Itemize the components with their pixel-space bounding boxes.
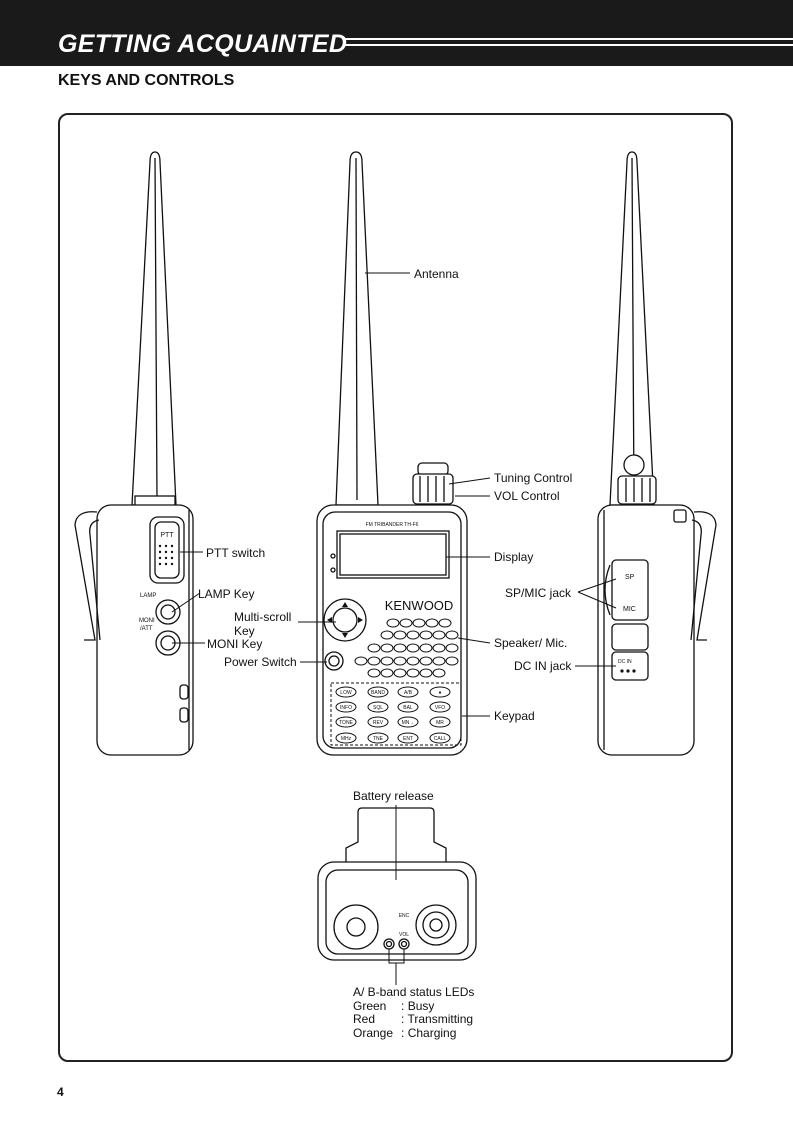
tuning-control-label: Tuning Control [494, 471, 573, 485]
led-sep: : [401, 1012, 405, 1026]
mic-marking: MIC [623, 606, 636, 613]
led-row-green: Green: Busy [353, 998, 474, 1014]
keypad-key [397, 732, 419, 744]
led-sep: : [401, 998, 405, 1013]
keypad-key-label: A/B [404, 690, 413, 696]
display-label: Display [494, 550, 534, 564]
right-side-view: SP MIC DC IN [597, 151, 717, 756]
sp-mic-jack-label: SP/MIC jack [505, 586, 572, 600]
keypad-key-label: BAL [403, 705, 413, 711]
sp-marking: SP [625, 574, 635, 581]
keypad-key-label: INFO [340, 705, 352, 711]
vol-marking: VOL [399, 932, 409, 938]
ptt-marking: PTT [160, 532, 174, 539]
battery-release-label: Battery release [353, 789, 434, 803]
keypad-key [335, 716, 357, 728]
svg-text:/ATT: /ATT [140, 626, 153, 632]
keypad-key [429, 701, 451, 713]
keypad-key-label: ● [438, 690, 441, 696]
lamp-marking: LAMP [140, 593, 156, 599]
dc-in-jack-label: DC IN jack [514, 659, 572, 673]
top-view: ENC VOL [317, 807, 477, 961]
keypad-label: Keypad [494, 709, 535, 723]
led-color: Red [353, 1012, 376, 1026]
keypad-key-label: REV [373, 720, 384, 726]
figure-frame [58, 113, 733, 1062]
keypad-key [429, 732, 451, 744]
enc-marking: ENC [399, 913, 410, 919]
keypad-key [335, 732, 357, 744]
keypad-key [429, 716, 451, 728]
led-row-red: Red: Transmitting [353, 1012, 474, 1027]
power-switch-label: Power Switch [224, 655, 297, 669]
page-title: GETTING ACQUAINTED [58, 30, 348, 58]
led-meaning: Charging [407, 1025, 457, 1040]
multi-scroll-key-label: Multi-scroll Key [234, 610, 292, 638]
left-side-view: PTT LAMP MONI /ATT [74, 151, 194, 756]
keypad-key-label: MHz [341, 736, 352, 742]
led-row-orange: Orange: Charging [353, 1025, 474, 1041]
keypad-key-label: BAND [371, 690, 385, 696]
keypad-key [335, 686, 357, 698]
section-title: KEYS AND CONTROLS [58, 72, 235, 89]
leader-lines [171, 272, 617, 985]
header-bar [0, 0, 793, 66]
keypad-key [367, 716, 389, 728]
ptt-switch-label: PTT switch [206, 546, 266, 560]
led-color: Orange [353, 1025, 394, 1040]
vol-control-label: VOL Control [494, 489, 560, 503]
keypad-key-label: MN→ [402, 720, 415, 726]
led-legend: A/ B-band status LEDs Green: Busy Red: T… [353, 985, 475, 1041]
keypad-key-label: LOW [340, 690, 352, 696]
svg-text:MONI: MONI [139, 618, 155, 624]
speaker-mic-label: Speaker/ Mic. [494, 636, 568, 650]
front-view: FM TRIBANDER TH-F6 KENWOOD LOW BAND A/B ● IN… [316, 151, 468, 756]
keypad-key [429, 686, 451, 698]
dc-in-marking: DC IN [618, 659, 632, 665]
keypad-key-label: ENT [403, 736, 413, 742]
keypad-key [367, 701, 389, 713]
keypad-key [367, 732, 389, 744]
keypad-key-label: VFO [435, 705, 445, 711]
led-meaning: Transmitting [407, 1012, 474, 1026]
led-legend-title: A/ B-band status LEDs [353, 985, 475, 999]
led-color: Green [353, 998, 387, 1013]
keypad-key-label: SQL [373, 705, 383, 711]
keypad-key [335, 701, 357, 713]
brand-marking: KENWOOD [385, 598, 454, 613]
lamp-key-label: LAMP Key [198, 587, 255, 601]
keypad-key [397, 686, 419, 698]
moni-key-label: MONI Key [207, 637, 263, 651]
header-rule [345, 38, 793, 40]
keypad-key [367, 686, 389, 698]
keypad-key-label: TNE [373, 736, 384, 742]
model-marking: FM TRIBANDER TH-F6 [366, 522, 419, 528]
header-rule [345, 44, 793, 46]
keypad-key-label: MR [436, 720, 444, 726]
antenna-label: Antenna [414, 267, 459, 281]
keypad-key-label: CALL [434, 736, 447, 742]
keypad-key [397, 716, 419, 728]
page-number: 4 [57, 1085, 64, 1099]
led-sep: : [401, 1025, 405, 1040]
keypad-key-label: TONE [339, 720, 353, 726]
keypad-key [397, 701, 419, 713]
led-meaning: Busy [407, 998, 435, 1013]
